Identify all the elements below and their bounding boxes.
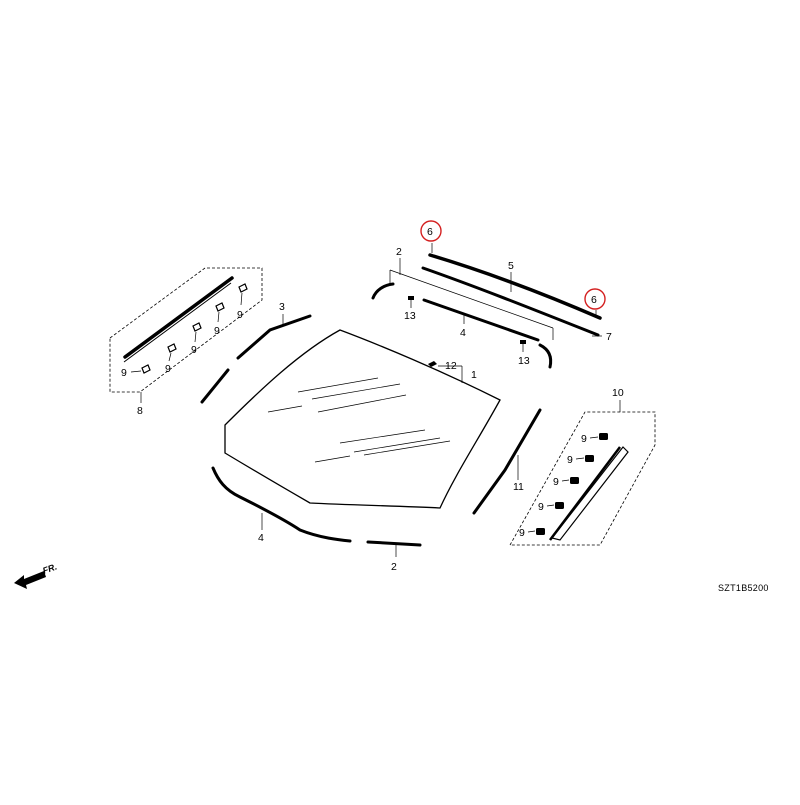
part-2-lower <box>366 540 422 557</box>
label-11: 11 <box>513 481 524 493</box>
label-9-e: 9 <box>237 309 243 321</box>
highlight-circle-6-left <box>420 220 442 242</box>
left-molding-group <box>109 267 263 403</box>
label-9-g: 9 <box>567 454 573 466</box>
label-9-i: 9 <box>538 501 544 513</box>
upper-seal-group <box>371 258 554 369</box>
label-13-right: 13 <box>518 355 530 367</box>
diagram-code: SZT1B5200 <box>718 583 769 593</box>
part-11-molding <box>472 408 542 515</box>
label-5: 5 <box>508 260 514 272</box>
label-2-top: 2 <box>396 246 402 258</box>
label-9-h: 9 <box>553 476 559 488</box>
label-9-b: 9 <box>165 363 171 375</box>
label-12: 12 <box>445 360 457 372</box>
part-3-molding <box>200 314 312 404</box>
label-9-c: 9 <box>191 344 197 356</box>
part-4-lower <box>211 466 352 543</box>
label-9-j: 9 <box>519 527 525 539</box>
front-arrow-icon <box>14 571 46 589</box>
label-8: 8 <box>137 405 143 417</box>
label-4-bottom: 4 <box>258 532 264 544</box>
label-3: 3 <box>279 301 285 313</box>
label-9-d: 9 <box>214 325 220 337</box>
label-2-bottom: 2 <box>391 561 397 573</box>
label-7: 7 <box>606 331 612 343</box>
label-13-left: 13 <box>404 310 416 322</box>
label-10: 10 <box>612 387 624 399</box>
clip-icon <box>536 433 608 535</box>
windshield-glass <box>224 329 501 509</box>
label-1: 1 <box>471 369 477 381</box>
right-molding-group <box>509 400 656 546</box>
roof-molding-group <box>421 243 602 339</box>
label-6-left: 6 <box>427 226 433 238</box>
highlight-circle-6-right <box>584 288 606 310</box>
label-9-f: 9 <box>581 433 587 445</box>
front-direction-label: FR. <box>41 562 58 576</box>
clip-icon <box>141 283 248 374</box>
label-9-a: 9 <box>121 367 127 379</box>
label-6-right: 6 <box>591 294 597 306</box>
label-4-top: 4 <box>460 327 466 339</box>
